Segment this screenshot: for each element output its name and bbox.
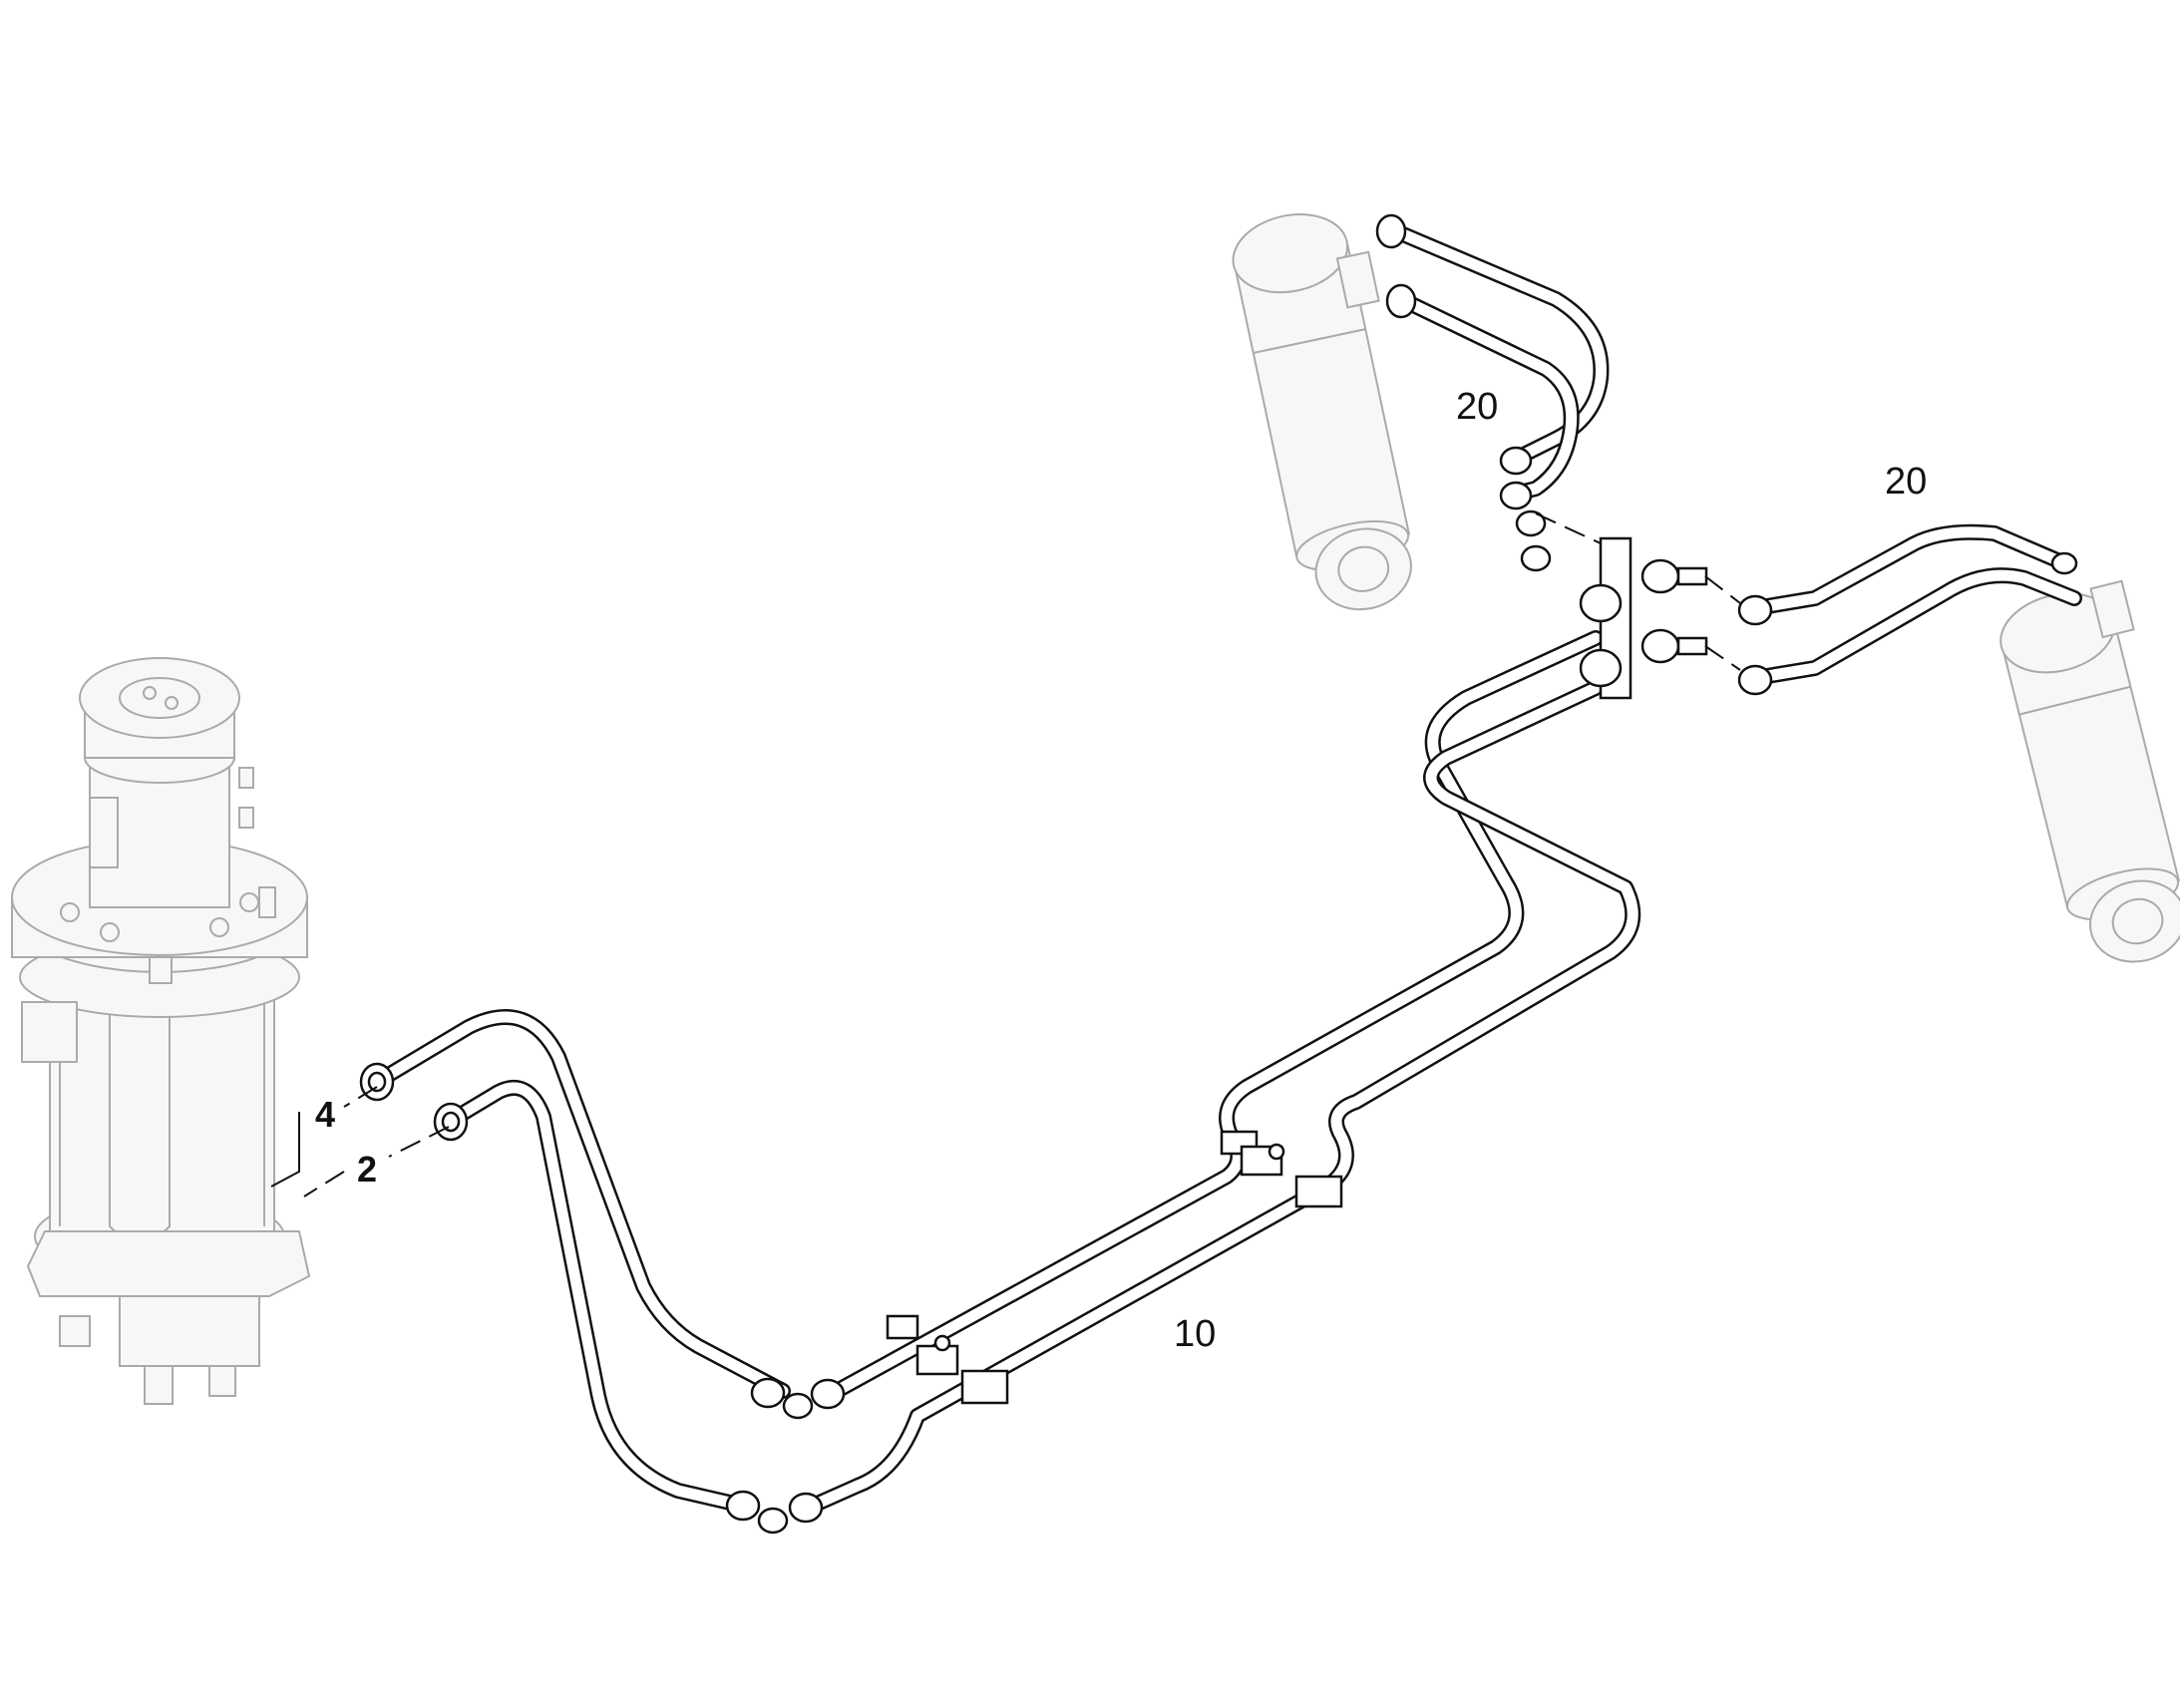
elbow-fittings [725,1377,846,1535]
leader-bracket [270,1112,300,1188]
leader-manifold-upper [1535,512,1602,544]
callout-item-20-left: 20 [1456,386,1498,428]
leader-manifold-right-2 [1704,645,1741,671]
pipe-clamp-front [886,1314,1009,1405]
hydraulic-cylinder-left [1232,213,1412,611]
flexible-hose-pair-right [1737,523,2082,696]
flexible-hose-pair-left [1375,213,1610,572]
callout-item-20-right: 20 [1885,461,1927,503]
callout-item-2: 2 [357,1149,377,1190]
leader-item-2-to-joint [303,1171,345,1197]
hydraulic-cylinder-right [1999,579,2180,963]
pipe-end-nut-lower [433,1102,469,1142]
rotary-joint [11,657,311,1405]
callout-item-4: 4 [315,1094,335,1135]
callout-item-10: 10 [1174,1313,1216,1355]
rigid-pipe-pair [359,630,1641,1535]
manifold-block [1579,536,1708,700]
leader-item-2 [388,1126,450,1158]
leader-manifold-right-1 [1704,575,1741,604]
leader-item-4 [343,1086,378,1108]
pipe-clamp-rear [1220,1130,1343,1208]
